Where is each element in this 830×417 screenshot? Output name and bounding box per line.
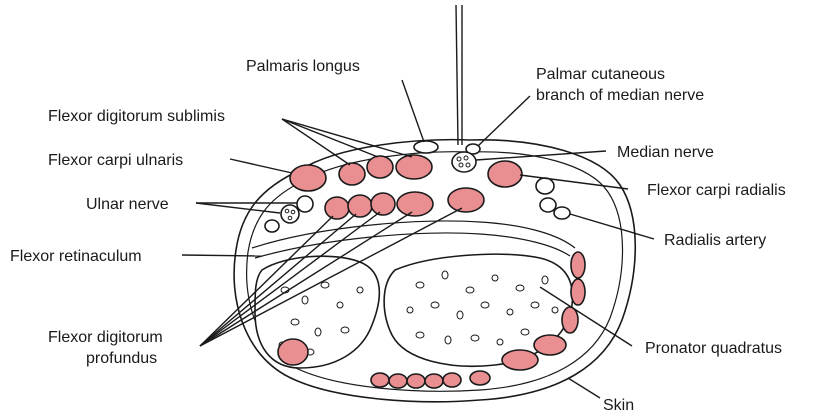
leader-skin — [568, 378, 600, 398]
radial-vein-2 — [540, 198, 556, 212]
palmaris-longus-tendon — [414, 141, 438, 153]
label-ulnar-nerve: Ulnar nerve — [86, 196, 169, 213]
label-flexor-retinaculum: Flexor retinaculum — [10, 248, 142, 265]
label-flexor-digitorum-sublimis: Flexor digitorum sublimis — [48, 108, 225, 125]
fdp-tendon-5 — [448, 188, 484, 212]
radial-vein-1 — [536, 178, 554, 194]
extensor-carpi-ulnaris — [278, 339, 308, 365]
label-palmar-cutaneous-line1: Palmar cutaneous — [536, 66, 665, 83]
label-flexor-carpi-ulnaris: Flexor carpi ulnaris — [48, 152, 183, 169]
leader-flexor-retinaculum — [182, 255, 262, 256]
needle-line-left — [456, 5, 458, 145]
ulnar-vessel — [265, 220, 279, 232]
label-median-nerve: Median nerve — [617, 144, 714, 161]
fdp-tendon-3 — [371, 193, 395, 215]
fds-tendon-1 — [339, 163, 365, 185]
flexor-carpi-radialis-muscle — [488, 161, 522, 187]
fds-tendon-2 — [367, 156, 393, 178]
leader-palmar-cutaneous — [478, 96, 530, 146]
flexor-carpi-ulnaris-muscle — [290, 165, 326, 191]
ulnar-nerve — [281, 205, 299, 223]
leader-palmaris-longus — [402, 80, 424, 142]
label-palmar-cutaneous-line2: branch of median nerve — [536, 87, 704, 104]
fdp-tendon-2 — [348, 195, 372, 217]
median-nerve — [452, 152, 476, 172]
label-pronator-quadratus: Pronator quadratus — [645, 340, 782, 357]
ulnar-artery — [297, 196, 313, 212]
label-skin: Skin — [603, 397, 634, 414]
label-palmaris-longus: Palmaris longus — [246, 58, 360, 75]
fds-tendon-3 — [396, 155, 432, 179]
fdp-tendon-1 — [325, 197, 349, 219]
label-fdp-line2: profundus — [86, 350, 157, 367]
label-flexor-carpi-radialis: Flexor carpi radialis — [647, 182, 786, 199]
label-radialis-artery: Radialis artery — [664, 232, 766, 249]
leader-fcu — [230, 159, 292, 173]
label-fdp-line1: Flexor digitorum — [48, 329, 163, 346]
radialis-artery-vessel — [554, 207, 570, 219]
fdp-tendon-4 — [397, 192, 433, 216]
